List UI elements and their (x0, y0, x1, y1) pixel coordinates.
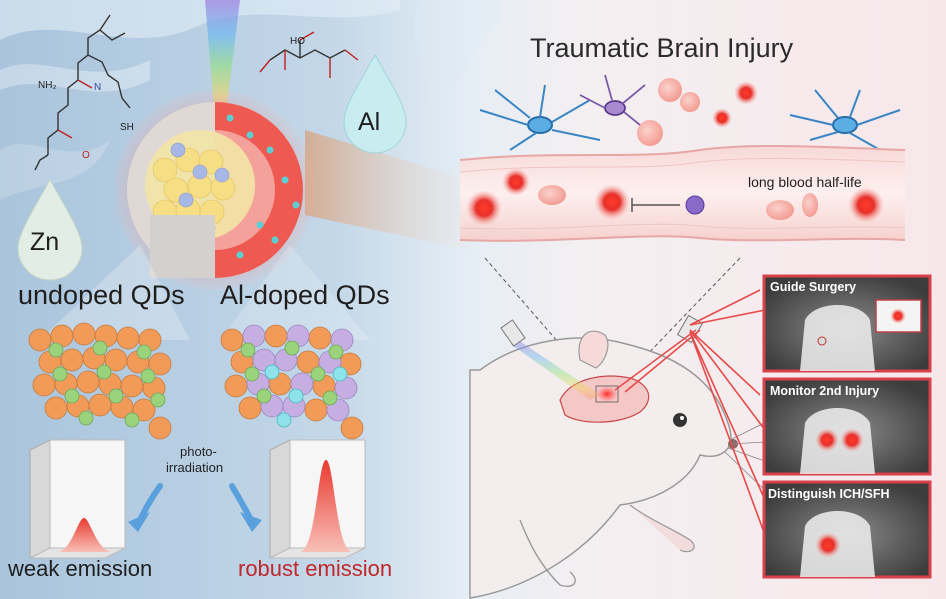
ho-label: HO (290, 36, 305, 47)
blood-cell (802, 193, 818, 217)
signal-lines (614, 289, 766, 536)
robust-emission-label: robust emission (238, 556, 393, 581)
blood-half-life-label: long blood half-life (748, 174, 862, 190)
nh2-label: NH₂ (38, 80, 57, 91)
rainbow-light-beam (205, 0, 240, 120)
qd-glow (502, 168, 530, 196)
qd-glow (594, 184, 630, 220)
arrow-to-weak (137, 483, 163, 523)
brain-lesion (595, 385, 619, 403)
weak-emission-graph (29, 439, 126, 559)
sh-label: SH (120, 122, 134, 133)
qd-glow (466, 190, 502, 226)
panel-label-guide-surgery: Guide Surgery (770, 280, 857, 294)
robust-emission-graph (269, 439, 366, 559)
n-label: N (94, 82, 102, 93)
blood-cell (637, 120, 663, 146)
doped-projection (220, 245, 370, 340)
arrow-head-robust (240, 512, 262, 532)
qd-glow (712, 108, 732, 128)
arrow-head-weak (128, 512, 150, 532)
panel-guide-surgery (762, 274, 932, 373)
zn-drop (17, 178, 83, 281)
o-label: O (82, 150, 90, 161)
panel-monitor-2nd-injury (762, 377, 932, 476)
quantum-dot-sphere (115, 90, 315, 290)
figure-title: Traumatic Brain Injury (530, 33, 794, 63)
light-source (500, 319, 600, 400)
blood-cell (766, 200, 794, 220)
glutathione-molecule (34, 14, 131, 171)
panel-label-distinguish: Distinguish ICH/SFH (768, 487, 890, 501)
neuron-purple (579, 74, 646, 126)
al-drop-label: Al (358, 108, 381, 136)
qd-glow (848, 187, 884, 223)
zn-drop-label: Zn (30, 228, 60, 256)
photo-irradiation-label-2: irradiation (166, 460, 224, 475)
undoped-qd-lattice (28, 322, 172, 440)
al-drop (343, 53, 407, 154)
weak-emission-label: weak emission (8, 556, 153, 581)
photo-irradiation-label-1: photo- (180, 444, 217, 459)
al-doped-qds-label: Al-doped QDs (220, 280, 390, 310)
panel-label-monitor: Monitor 2nd Injury (770, 384, 880, 398)
doped-qd-lattice (220, 324, 364, 440)
undoped-projection (40, 245, 190, 340)
blood-cell (538, 185, 566, 205)
macrophage-cell (685, 195, 705, 215)
panel-distinguish-ich-sfh (762, 480, 932, 579)
citric-acid-molecule (259, 31, 359, 78)
blood-vessel (459, 144, 906, 242)
mouse-illustration (469, 330, 801, 599)
undoped-qds-label: undoped QDs (18, 280, 185, 310)
zoom-beam-shape (305, 130, 470, 250)
neuron-right (789, 89, 901, 151)
qd-glow (734, 81, 758, 105)
blood-cell (680, 92, 700, 112)
blood-cell (658, 78, 682, 102)
neuron-left (479, 84, 601, 151)
